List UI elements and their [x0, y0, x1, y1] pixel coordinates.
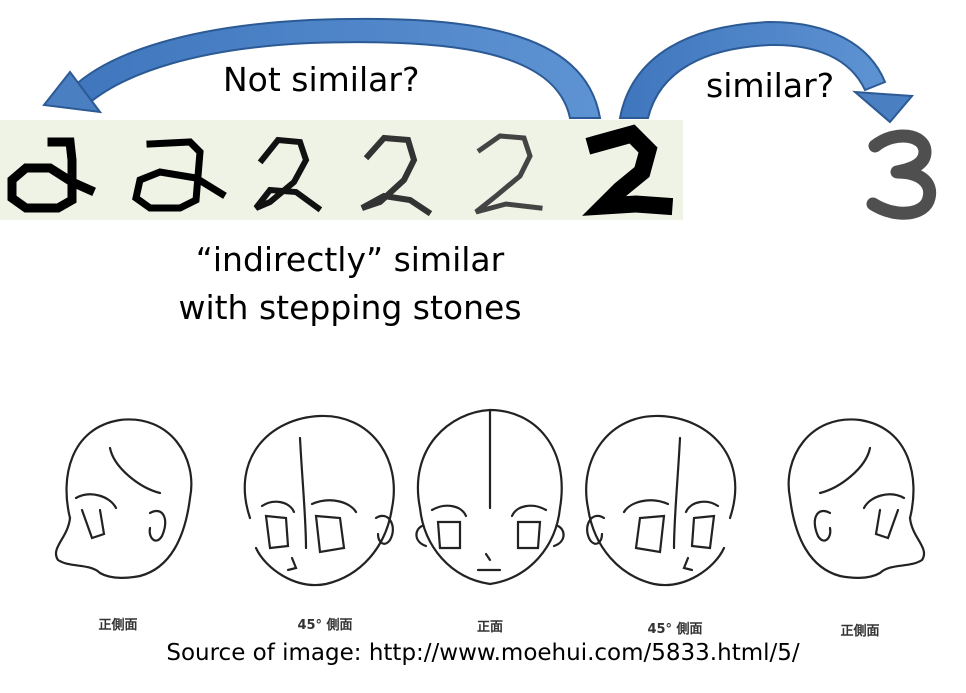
head-front: [415, 408, 565, 586]
caption-face-3: 正面: [476, 620, 503, 635]
anime-head-drawings: [55, 408, 925, 587]
curved-arrow-left: [42, 17, 602, 119]
digit-step-2: [132, 138, 227, 212]
head-profile-right: [787, 418, 925, 579]
label-indirect-line1: “indirectly” similar: [195, 240, 505, 279]
digit-three: [866, 129, 937, 220]
label-not-similar: Not similar?: [223, 60, 420, 99]
head-profile-left: [55, 418, 193, 579]
caption-face-1: 正側面: [98, 618, 138, 633]
head-45-left: [243, 414, 395, 587]
caption-face-2: 45° 側面: [297, 618, 353, 633]
source-credit: Source of image: http://www.moehui.com/5…: [166, 640, 800, 666]
digit-step-1: [7, 137, 96, 213]
caption-face-4: 45° 側面: [647, 622, 703, 637]
digit-step-6-bold-two: [582, 124, 674, 216]
caption-face-5: 正側面: [840, 624, 880, 639]
label-indirect-line2: with stepping stones: [178, 288, 522, 327]
label-similar: similar?: [706, 66, 835, 105]
curved-arrow-right: [618, 20, 915, 124]
digit-step-3: [253, 136, 323, 213]
head-45-right: [585, 414, 737, 587]
digit-morph-sequence: [0, 120, 683, 220]
digit-step-5: [474, 133, 543, 215]
digit-step-4: [360, 134, 433, 217]
